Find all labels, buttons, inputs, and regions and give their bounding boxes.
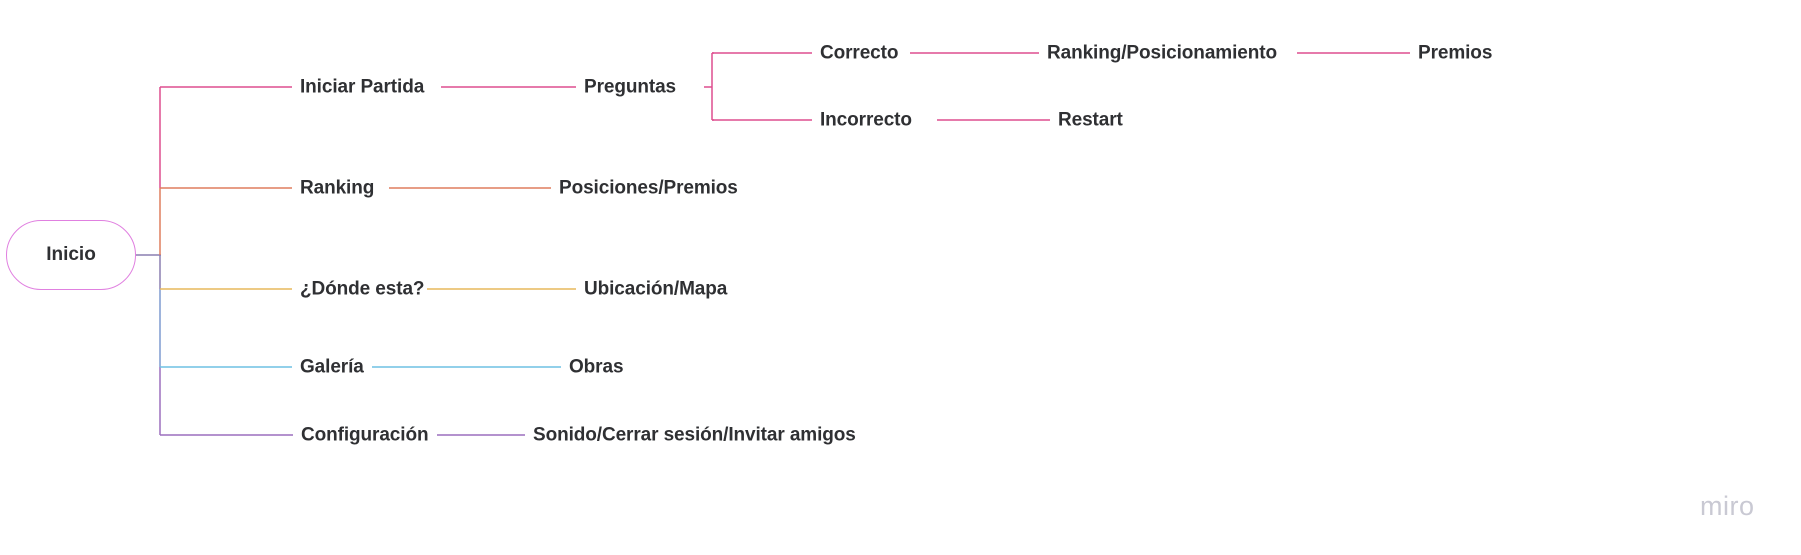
node-label-correcto: Correcto xyxy=(820,42,899,64)
node-label-ranking-posicionamiento: Ranking/Posicionamiento xyxy=(1047,42,1277,64)
node-label-ubicacion-mapa: Ubicación/Mapa xyxy=(584,278,728,300)
node-label-galeria: Galería xyxy=(300,356,364,378)
node-ranking[interactable]: Ranking xyxy=(300,179,374,198)
node-iniciar-partida[interactable]: Iniciar Partida xyxy=(300,78,424,97)
root-node-label: Inicio xyxy=(46,244,96,265)
node-posiciones-premios[interactable]: Posiciones/Premios xyxy=(559,179,738,198)
node-label-ranking: Ranking xyxy=(300,177,375,199)
node-label-preguntas: Preguntas xyxy=(584,76,677,98)
node-ranking-posicionamiento[interactable]: Ranking/Posicionamiento xyxy=(1047,44,1277,63)
node-preguntas[interactable]: Preguntas xyxy=(584,78,676,97)
node-label-restart: Restart xyxy=(1058,109,1123,131)
node-label-posiciones-premios: Posiciones/Premios xyxy=(559,177,738,199)
node-incorrecto[interactable]: Incorrecto xyxy=(820,111,912,130)
node-label-configuracion: Configuración xyxy=(301,424,429,446)
node-label-iniciar-partida: Iniciar Partida xyxy=(300,76,425,98)
node-sonido-cerrar-invitar[interactable]: Sonido/Cerrar sesión/Invitar amigos xyxy=(533,426,856,445)
node-ubicacion-mapa[interactable]: Ubicación/Mapa xyxy=(584,280,727,299)
node-label-sonido-cerrar-invitar: Sonido/Cerrar sesión/Invitar amigos xyxy=(533,424,856,446)
node-label-donde-esta: ¿Dónde esta? xyxy=(300,278,425,300)
node-donde-esta[interactable]: ¿Dónde esta? xyxy=(300,278,425,300)
root-node-inicio[interactable]: Inicio xyxy=(6,220,136,290)
node-galeria[interactable]: Galería xyxy=(300,358,364,377)
miro-watermark: miro xyxy=(1700,491,1755,521)
node-obras[interactable]: Obras xyxy=(569,356,624,378)
node-restart[interactable]: Restart xyxy=(1058,111,1123,130)
node-label-premios: Premios xyxy=(1418,42,1493,64)
node-correcto[interactable]: Correcto xyxy=(820,44,898,63)
node-label-obras: Obras xyxy=(569,356,624,378)
node-configuracion[interactable]: Configuración xyxy=(301,424,429,446)
node-label-incorrecto: Incorrecto xyxy=(820,109,912,131)
node-premios[interactable]: Premios xyxy=(1418,44,1492,63)
